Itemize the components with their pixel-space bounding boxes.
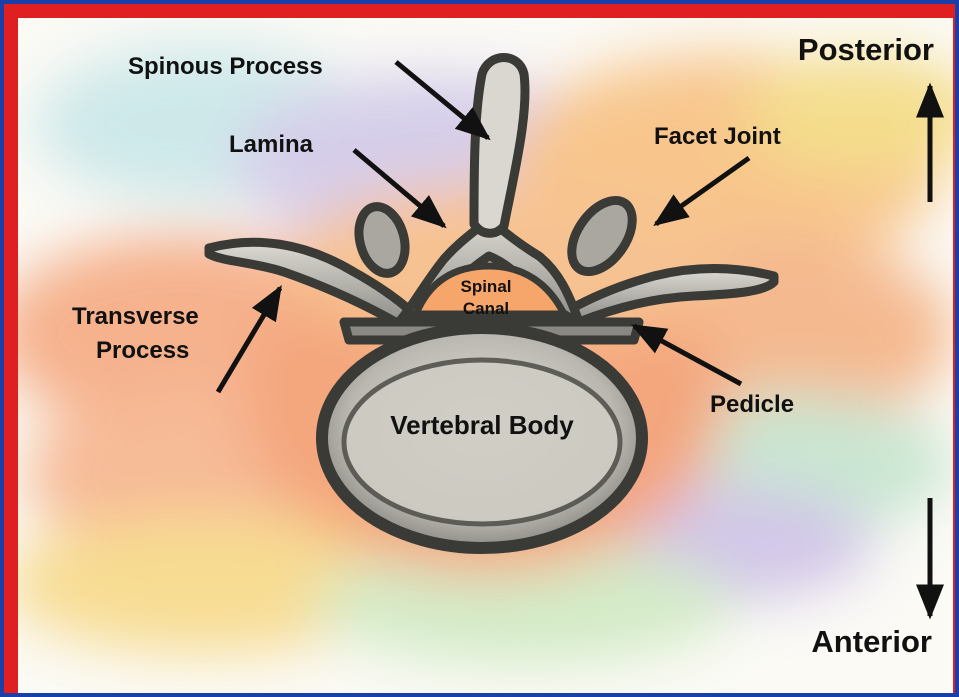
label-posterior: Posterior (798, 32, 934, 67)
illustration-canvas: Spinous Process Lamina Facet Joint Trans… (18, 18, 953, 693)
vertebra-diagram: Spinous Process Lamina Facet Joint Trans… (18, 18, 953, 693)
label-anterior: Anterior (811, 624, 932, 659)
label-spinous-process: Spinous Process (128, 53, 323, 80)
label-lamina: Lamina (229, 131, 314, 158)
label-pedicle: Pedicle (710, 391, 794, 418)
label-transverse-line1: Transverse (72, 303, 199, 330)
label-spinal-canal-line1: Spinal (460, 277, 511, 296)
label-transverse-line2: Process (96, 337, 189, 364)
label-spinal-canal-line2: Canal (463, 299, 509, 318)
label-vertebral-body: Vertebral Body (390, 410, 574, 440)
label-facet-joint: Facet Joint (654, 123, 781, 150)
vertebral-body-inner (344, 360, 620, 524)
